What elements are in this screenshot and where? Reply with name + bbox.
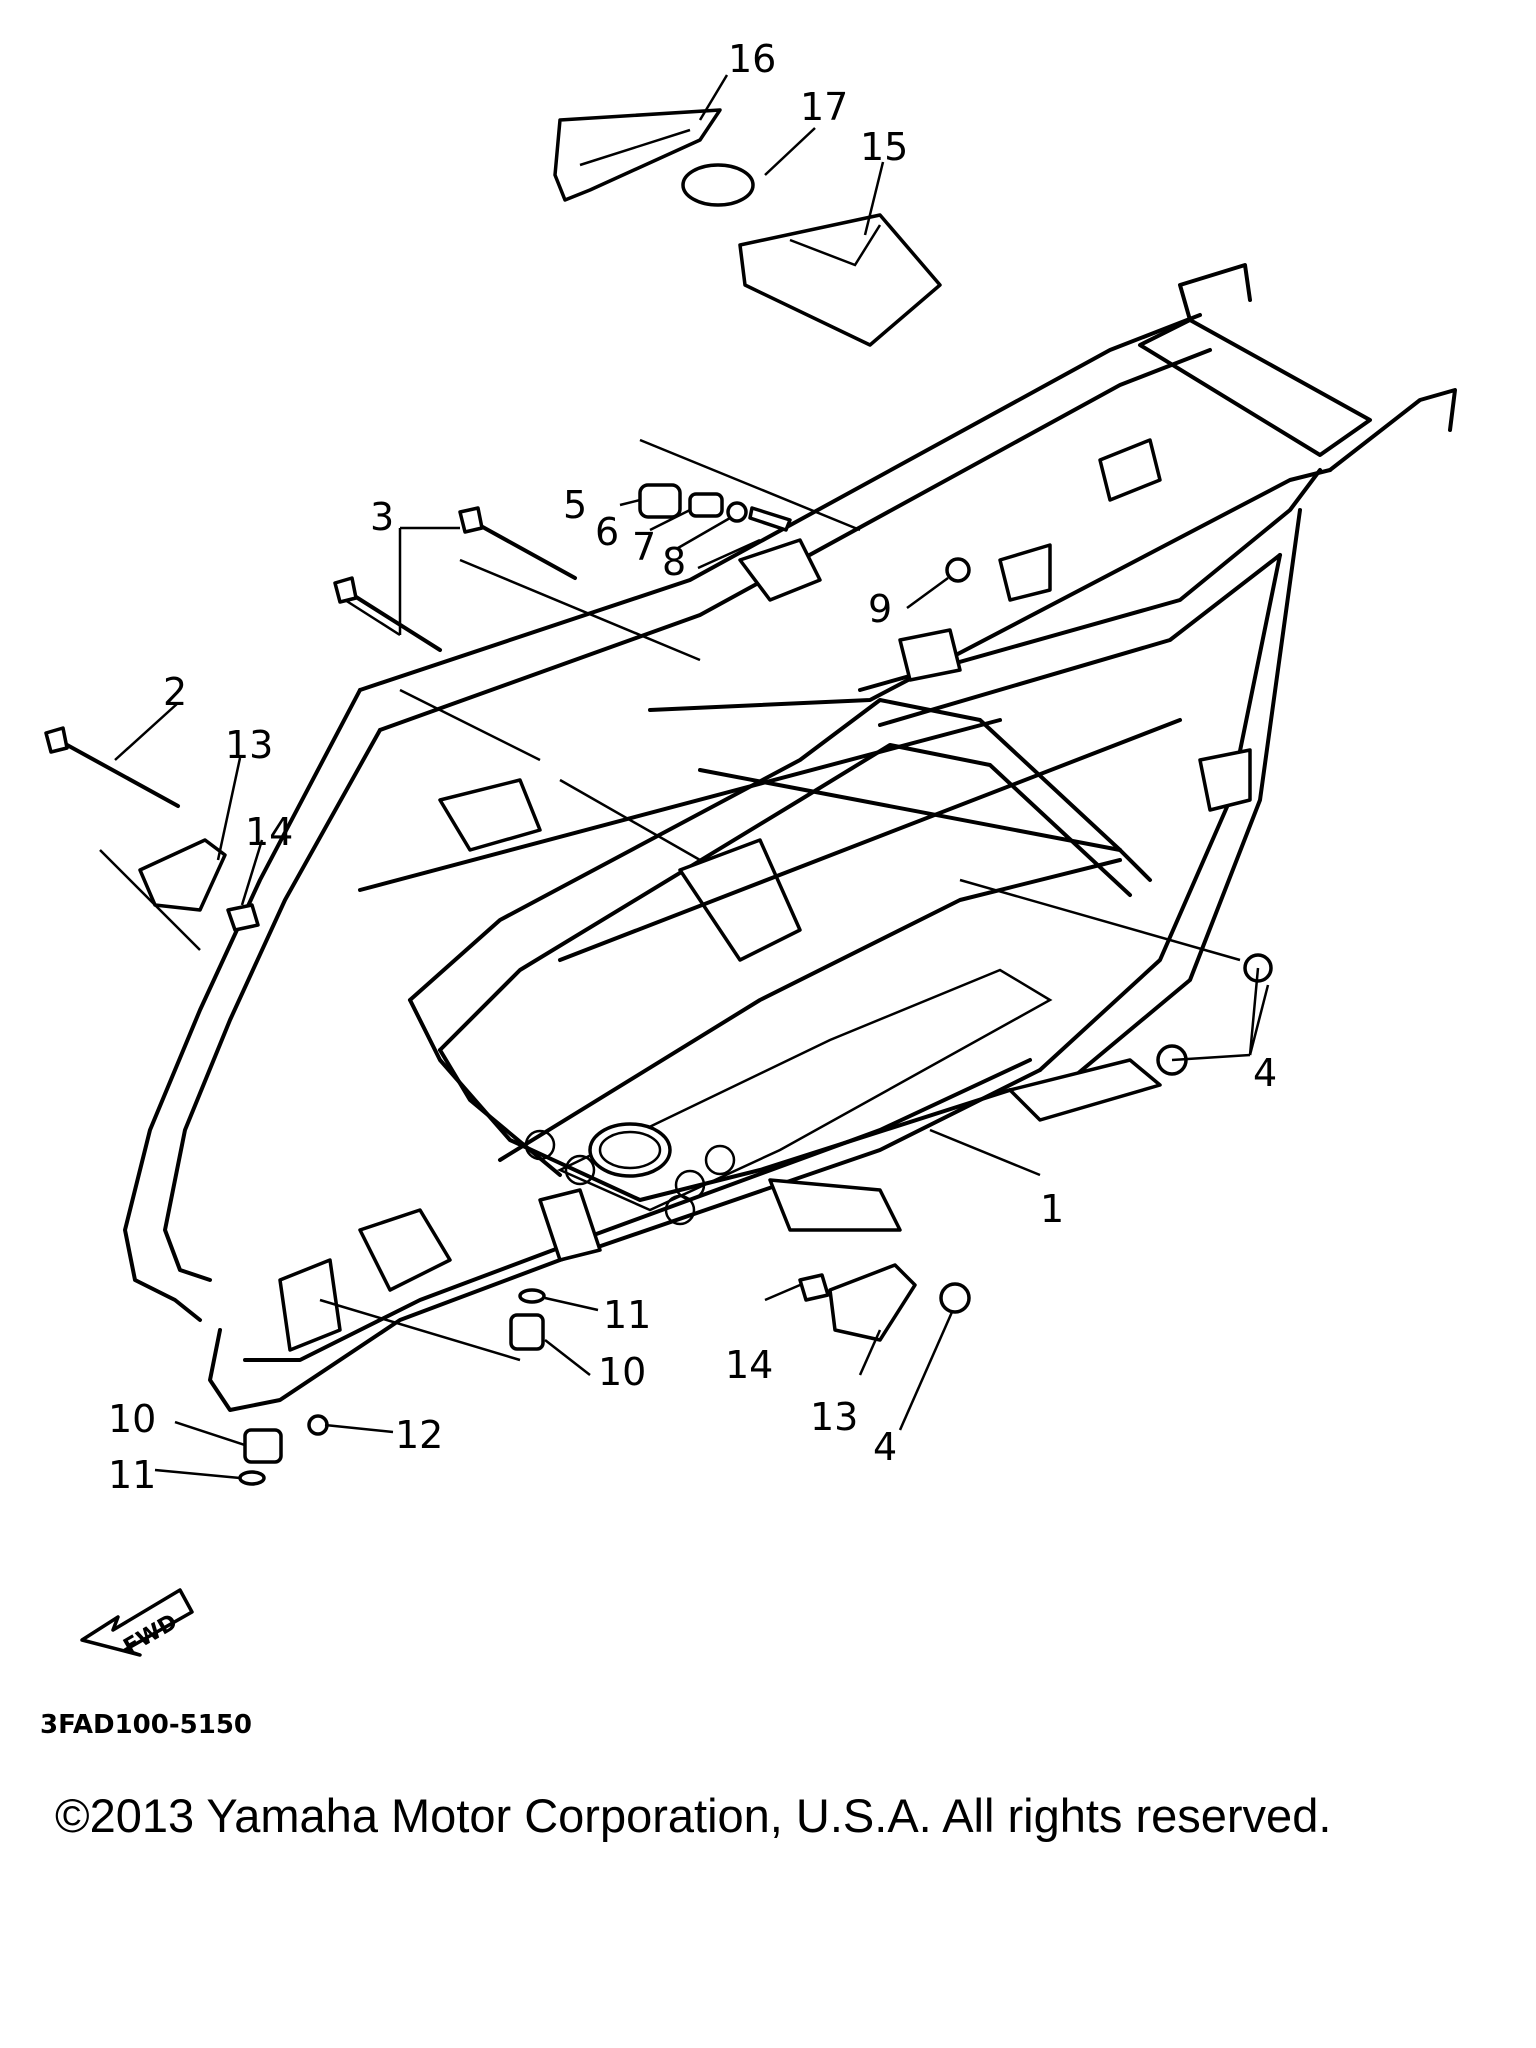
callout-4-right: 4 — [1253, 1051, 1277, 1095]
callout-11-left: 11 — [108, 1453, 156, 1497]
copyright-notice: ©2013 Yamaha Motor Corporation, U.S.A. A… — [55, 1789, 1332, 1842]
callout-15: 15 — [860, 125, 908, 169]
callout-8: 8 — [662, 540, 686, 584]
callout-4-center: 4 — [873, 1425, 897, 1469]
callout-2: 2 — [163, 670, 187, 714]
callout-13-left: 13 — [225, 723, 273, 767]
callout-10-left: 10 — [108, 1397, 156, 1441]
callout-16: 16 — [728, 37, 776, 81]
callout-7: 7 — [632, 525, 656, 569]
callout-17: 17 — [800, 85, 848, 129]
callout-10-center: 10 — [598, 1350, 646, 1394]
callout-12: 12 — [395, 1413, 443, 1457]
diagram-code: 3FAD100-5150 — [40, 1710, 252, 1740]
callout-3: 3 — [370, 495, 394, 539]
callout-14-center: 14 — [725, 1343, 773, 1387]
callout-6: 6 — [595, 510, 619, 554]
main-frame-drawing — [99, 263, 1457, 1412]
callout-14-left: 14 — [245, 810, 293, 854]
callout-11-center: 11 — [603, 1293, 651, 1337]
callout-5: 5 — [563, 483, 587, 527]
callout-9: 9 — [868, 587, 892, 631]
callout-labels: 16 17 15 5 6 7 8 9 3 2 13 14 4 1 11 10 1… — [108, 37, 1277, 1497]
callout-13-center: 13 — [810, 1395, 858, 1439]
callout-1: 1 — [1040, 1187, 1064, 1231]
fwd-arrow-icon: FWD — [80, 1588, 194, 1660]
exploded-parts — [44, 74, 1273, 1486]
